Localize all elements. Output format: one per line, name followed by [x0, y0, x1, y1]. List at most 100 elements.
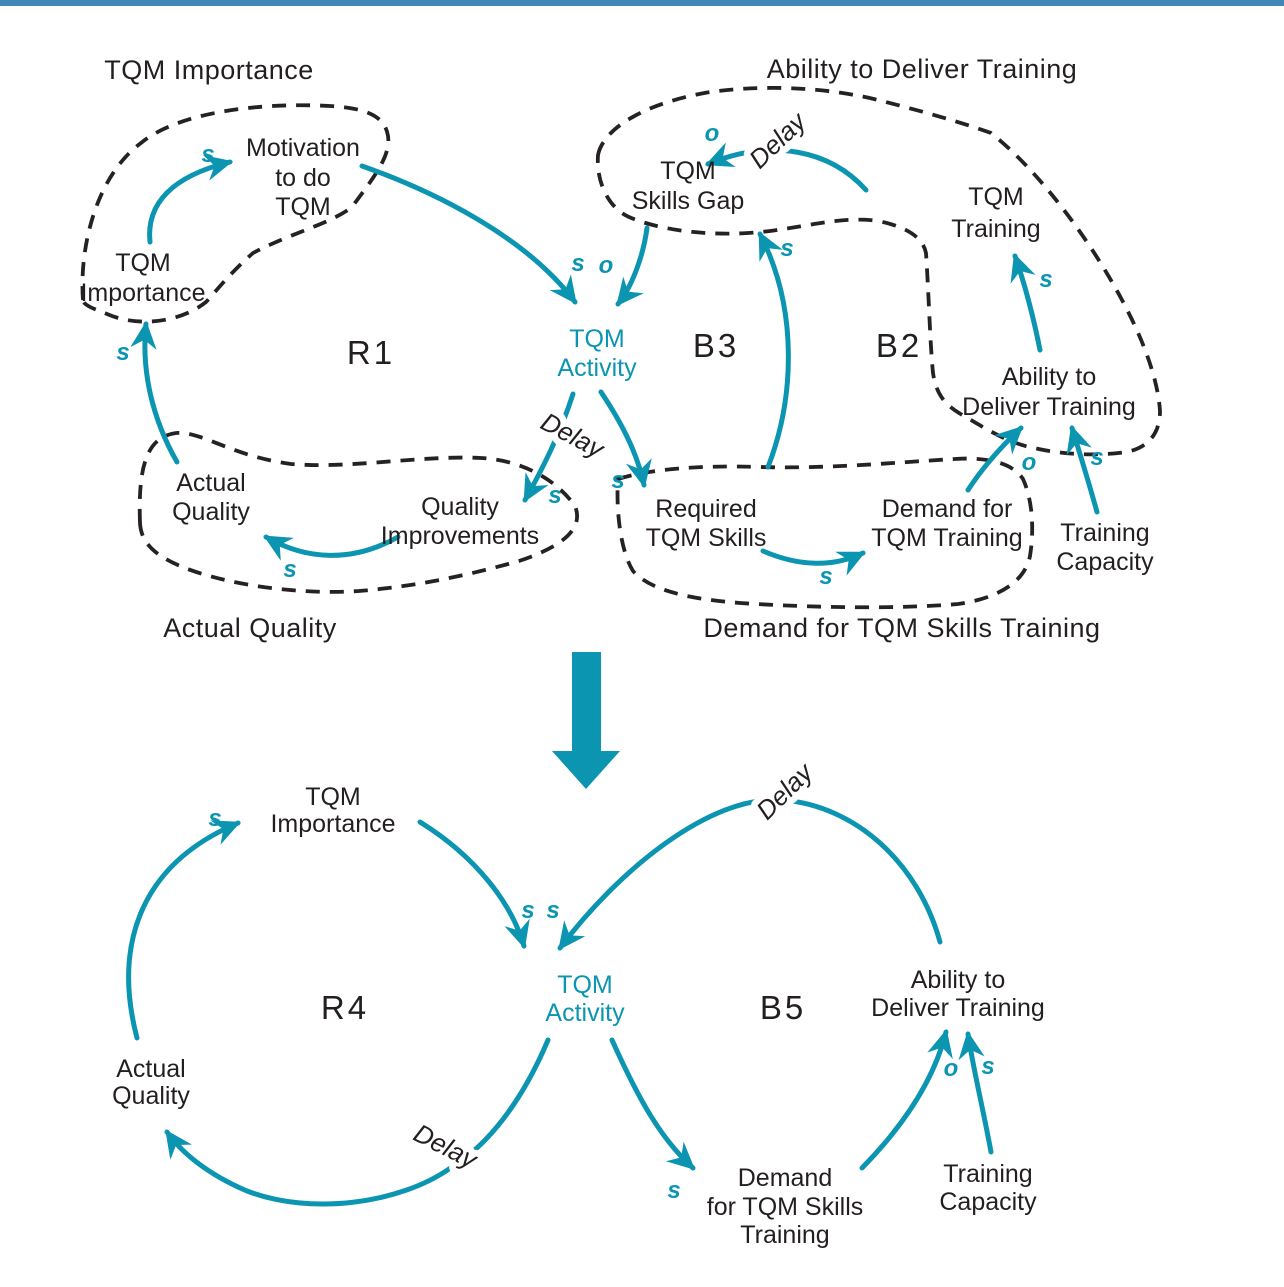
top-accent-bar	[0, 0, 1284, 6]
polarity-label: s	[1090, 444, 1103, 471]
node-actual-quality: Actual Quality	[112, 1055, 190, 1110]
node-ability-to-deliver-training: Ability to Deliver Training	[871, 966, 1045, 1022]
node-line: Quality	[172, 498, 250, 526]
top-diagram: TQM Importance Ability to Deliver Traini…	[80, 54, 1162, 643]
node-line: for TQM Skills	[707, 1193, 864, 1221]
arrow-ability-to-training	[1010, 253, 1043, 353]
node-line: TQM	[115, 249, 171, 277]
node-line: TQM	[275, 193, 331, 221]
node-line: Motivation	[246, 134, 360, 162]
node-tqm-importance: TQM Importance	[270, 783, 395, 838]
arrow-ability-to-activity-delay	[557, 797, 943, 951]
polarity-label: o	[944, 1055, 959, 1082]
node-quality-improvements: Quality Improvements	[381, 493, 539, 550]
node-line: TQM Skills	[646, 524, 767, 552]
node-tqm-activity: TQM Activity	[557, 325, 637, 382]
loop-label-b5: B5	[760, 989, 806, 1026]
arrow-activity-to-improvements	[522, 391, 576, 503]
heading-demand-for-tqm-skills-training: Demand for TQM Skills Training	[703, 613, 1100, 643]
node-line: Demand	[738, 1164, 833, 1192]
arrow-activity-to-demand	[609, 1037, 696, 1171]
node-training-capacity: Training Capacity	[1056, 519, 1154, 576]
node-line: Activity	[545, 999, 625, 1027]
node-line: Quality	[421, 493, 499, 521]
heading-tqm-importance: TQM Importance	[104, 55, 314, 85]
node-line: Skills Gap	[632, 187, 745, 215]
loop-label-b3: B3	[693, 327, 739, 364]
node-line: Ability to	[1002, 363, 1096, 391]
node-demand-for-tqm-training: Demand for TQM Training	[871, 495, 1022, 552]
polarity-label: s	[571, 250, 584, 277]
node-ability-to-deliver-training: Ability to Deliver Training	[962, 363, 1136, 421]
polarity-label: s	[546, 897, 559, 924]
arrow-skills-gap-to-activity	[615, 225, 650, 307]
polarity-label: s	[819, 563, 832, 590]
delay-label: Delay	[750, 756, 820, 826]
polarity-label: o	[1022, 449, 1037, 476]
node-line: Training	[740, 1221, 829, 1249]
arrow-demand-to-ability	[859, 1029, 953, 1171]
node-line: TQM	[569, 325, 625, 353]
arrow-importance-to-activity	[417, 819, 530, 949]
node-line: Required	[655, 495, 756, 523]
node-line: Deliver Training	[962, 393, 1136, 421]
node-tqm-skills-gap: TQM Skills Gap	[632, 157, 745, 215]
polarity-label: s	[667, 1177, 680, 1204]
node-line: Demand for	[882, 495, 1013, 523]
polarity-label: s	[116, 339, 129, 366]
polarity-label: s	[208, 805, 221, 832]
node-line: Capacity	[939, 1188, 1037, 1216]
node-line: Ability to	[911, 966, 1005, 994]
arrow-required-to-demand	[760, 548, 866, 576]
polarity-label: s	[611, 467, 624, 494]
heading-ability-to-deliver-training: Ability to Deliver Training	[767, 54, 1078, 84]
loop-label-b2: B2	[876, 327, 922, 364]
node-line: Improvements	[381, 522, 539, 550]
node-tqm-activity: TQM Activity	[545, 971, 625, 1027]
heading-actual-quality: Actual Quality	[163, 613, 337, 643]
node-line: Actual	[176, 469, 245, 497]
arrow-improvements-to-actual	[263, 534, 401, 561]
node-line: to do	[275, 164, 331, 192]
polarity-label: s	[981, 1053, 994, 1080]
node-demand-for-tqm-skills-training: Demand for TQM Skills Training	[707, 1164, 864, 1249]
boundary-demand-for-tqm-skills-training	[615, 456, 1035, 610]
delay-label: Delay	[743, 105, 813, 174]
node-actual-quality: Actual Quality	[172, 469, 250, 526]
node-tqm-training: TQM Training	[951, 183, 1040, 243]
polarity-label: o	[705, 120, 720, 147]
boundary-tqm-importance	[80, 103, 391, 324]
polarity-label: s	[548, 482, 561, 509]
arrow-importance-to-motivation	[147, 154, 233, 245]
node-line: TQM	[968, 183, 1024, 211]
arrow-actual-to-importance	[126, 820, 241, 1041]
node-required-tqm-skills: Required TQM Skills	[646, 495, 767, 552]
polarity-label: s	[780, 235, 793, 262]
node-line: TQM	[305, 783, 361, 811]
arrow-motivation-to-activity	[359, 163, 578, 305]
arrow-required-to-skills-gap	[757, 231, 791, 470]
arrow-activity-to-required	[598, 389, 652, 488]
node-line: TQM Training	[871, 524, 1022, 552]
arrow-activity-to-actual-delay	[164, 1037, 551, 1207]
node-line: Importance	[270, 810, 395, 838]
arrow-training-to-skills-gap	[705, 142, 869, 193]
node-line: Training	[943, 1160, 1032, 1188]
arrow-capacity-to-ability	[1066, 425, 1100, 515]
node-line: Actual	[116, 1055, 185, 1083]
node-line: Quality	[112, 1082, 190, 1110]
node-line: Activity	[557, 354, 637, 382]
polarity-label: s	[521, 897, 534, 924]
transition-down-arrow	[552, 652, 620, 789]
loop-label-r1: R1	[347, 334, 395, 371]
node-line: Training	[1060, 519, 1149, 547]
delay-label: Delay	[409, 1118, 484, 1176]
node-training-capacity: Training Capacity	[939, 1160, 1037, 1216]
node-motivation-to-do-tqm: Motivation to do TQM	[246, 134, 360, 221]
arrow-actual-to-importance	[130, 321, 180, 465]
polarity-label: s	[201, 141, 214, 168]
node-line: Importance	[80, 279, 205, 307]
node-tqm-importance: TQM Importance	[80, 249, 205, 307]
